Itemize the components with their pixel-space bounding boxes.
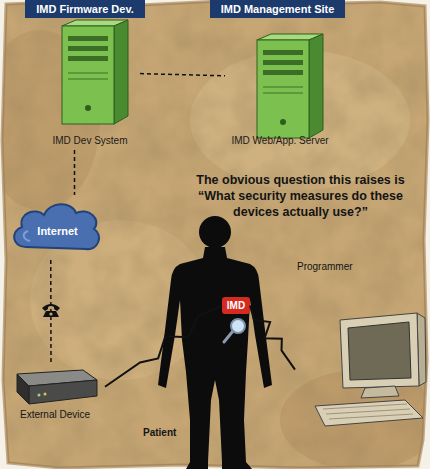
server-tower-art-part-part <box>263 70 303 75</box>
network-link <box>140 74 225 76</box>
server-tower-art-part-part <box>309 34 323 138</box>
phone-symbol <box>41 302 61 318</box>
node-text: IMD Web/App. Server <box>231 134 328 148</box>
programmer-computer-art-part <box>315 400 423 426</box>
server-tower-art <box>40 16 140 150</box>
external-device-art-part <box>29 380 97 404</box>
server-tower-art-part-part <box>257 40 309 138</box>
note-text: The obvious question this raises is “Wha… <box>178 172 423 220</box>
node-text: Internet <box>37 224 77 238</box>
patient-figure: Patient IMD <box>140 210 290 469</box>
phone-symbol-part <box>43 311 59 317</box>
programmer-computer-art-part-part <box>323 404 407 409</box>
programmer-computer-art-part <box>361 386 399 398</box>
server-tower-art <box>225 34 335 150</box>
server-tower-art-part-part <box>62 26 114 124</box>
server-tower-art-part-part <box>85 105 91 111</box>
server-tower-art-part-part <box>68 36 108 41</box>
server-tower-art-part <box>257 34 323 138</box>
implant-label: IMD <box>222 297 250 314</box>
server-tower-art-part-part <box>68 78 108 80</box>
server-tower: IMD Dev System <box>40 16 140 150</box>
internet-cloud: Internet <box>8 195 103 260</box>
node-text: IMD Dev System <box>52 134 127 148</box>
server-tower-art-part-part <box>68 56 108 61</box>
node-text: IMD <box>227 299 245 313</box>
server-tower-art-part <box>62 20 128 124</box>
programmer-computer-art-part-part <box>326 409 410 414</box>
programmer-computer-art-part <box>323 404 413 419</box>
server-tower-art-part-part <box>263 92 303 94</box>
server-tower-art-part-part <box>263 50 303 55</box>
programmer-computer-art-part-part <box>329 414 413 419</box>
patient-figure-art-part <box>224 331 233 342</box>
server-tower-art-part-part <box>280 119 286 125</box>
site-header: IMD Firmware Dev. <box>25 0 145 18</box>
node-text: IMD Management Site <box>221 2 335 16</box>
node-text: Patient <box>143 426 176 440</box>
server-tower-art-part-part <box>68 46 108 51</box>
external-device: External Device <box>5 362 105 424</box>
node-text: External Device <box>20 408 90 422</box>
server-tower-art-part-part <box>263 60 303 65</box>
question-note: The obvious question this raises is “Wha… <box>178 172 423 220</box>
external-device-art-part <box>44 393 47 396</box>
node-text: Programmer <box>297 260 353 274</box>
patient-figure-art-part <box>231 319 245 333</box>
patient-figure-art-part <box>199 216 231 248</box>
programmer-computer: Programmer <box>295 258 427 438</box>
internet-cloud-art-part <box>14 204 99 249</box>
network-link <box>74 150 76 195</box>
external-device-art-part <box>38 394 41 397</box>
phone-symbol-part <box>49 312 52 315</box>
node-text: IMD Firmware Dev. <box>36 2 134 16</box>
server-tower-art-part-part <box>263 86 303 88</box>
site-header: IMD Management Site <box>210 0 345 18</box>
server-tower-art-part-part <box>114 20 128 124</box>
phone-symbol-part <box>42 304 60 311</box>
external-device-art-part <box>17 374 29 404</box>
server-tower: IMD Web/App. Server <box>225 34 335 150</box>
programmer-computer-art-part <box>348 322 411 380</box>
server-tower-art-part-part <box>68 72 108 74</box>
internet-cloud-art-part <box>24 231 30 241</box>
programmer-computer-art <box>295 258 427 438</box>
programmer-computer-art-part <box>340 313 419 388</box>
